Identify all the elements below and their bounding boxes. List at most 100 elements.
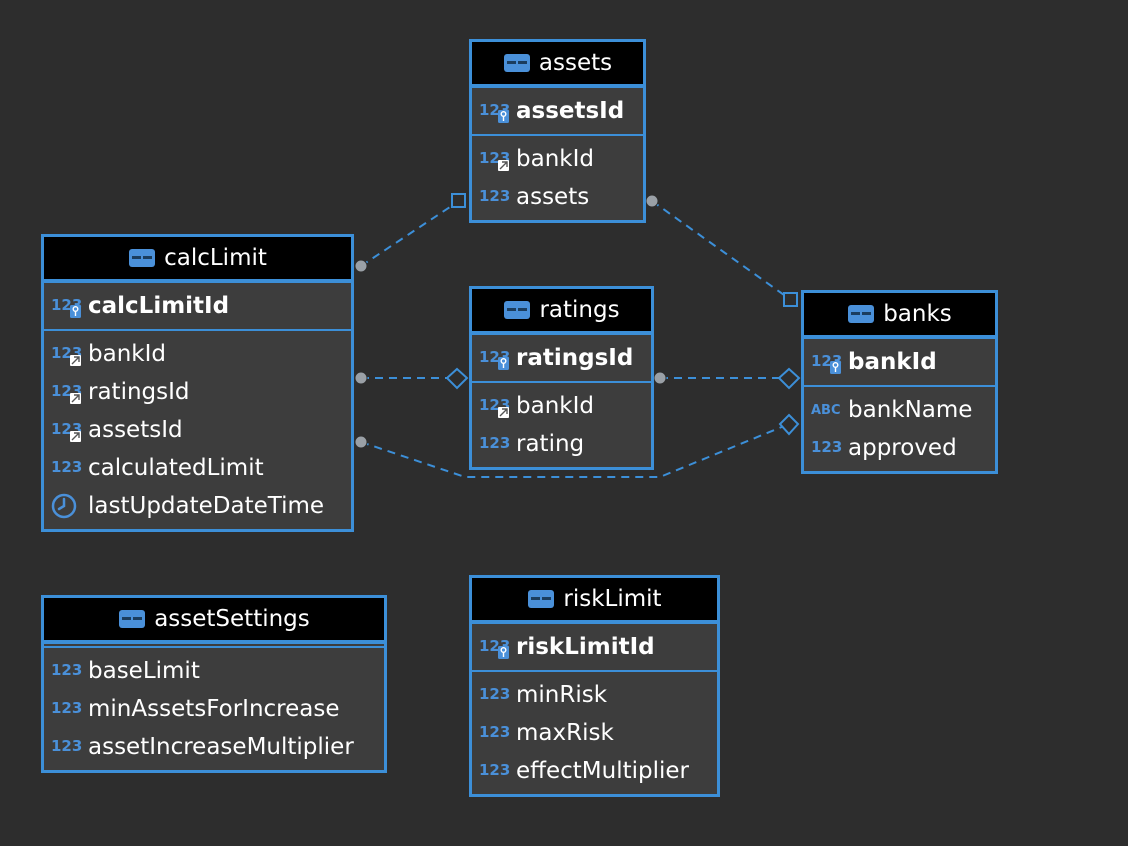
link-calclimit-assets[interactable] [360,200,460,267]
table-icon [503,300,531,320]
table-icon [128,248,156,268]
link-endpoint-diamond [777,367,801,390]
entity-header[interactable]: calcLimit [44,237,351,281]
number-type-icon: 123 [50,417,84,443]
field-label: approved [848,435,957,461]
field-label: baseLimit [88,658,200,684]
field-row-lastupdatedatetime[interactable]: lastUpdateDateTime [44,487,351,525]
field-row-rating[interactable]: 123 rating [472,425,651,463]
svg-text:123: 123 [51,737,82,755]
field-label: rating [516,431,585,457]
link-endpoint-dot [354,435,368,449]
link-endpoint-dot [645,194,659,208]
field-row-assetincreasemultiplier[interactable]: 123 assetIncreaseMultiplier [44,728,384,766]
number-type-icon: 123 [50,455,84,481]
entity-header[interactable]: assets [472,42,643,86]
field-label: assetIncreaseMultiplier [88,734,354,760]
field-label: assetsId [516,98,625,124]
svg-text:123: 123 [51,661,82,679]
field-label: minAssetsForIncrease [88,696,340,722]
svg-text:123: 123 [479,434,510,452]
field-label: minRisk [516,682,608,708]
number-type-icon: 123 [478,345,512,371]
link-endpoint-diamond [445,367,469,390]
link-endpoint-square [451,193,466,208]
field-label: assets [516,184,590,210]
number-type-icon: 123 [478,393,512,419]
svg-text:123: 123 [51,699,82,717]
svg-text:ABC: ABC [811,403,841,418]
number-type-icon: 123 [50,379,84,405]
number-type-icon: 123 [478,720,512,746]
number-type-icon: 123 [810,435,844,461]
entity-header[interactable]: ratings [472,289,651,333]
entity-title: assetSettings [154,606,310,632]
svg-text:123: 123 [479,723,510,741]
entity-title: banks [883,301,952,327]
entity-header[interactable]: riskLimit [472,578,717,622]
field-label: ratingsId [516,345,634,371]
number-type-icon: 123 [810,349,844,375]
number-type-icon: 123 [478,682,512,708]
svg-text:123: 123 [479,761,510,779]
entity-title: assets [538,50,613,76]
fields-section: 123 baseLimit 123 minAssetsForIncrease 123 as… [44,646,384,770]
table-icon [118,609,146,629]
number-type-icon: 123 [50,658,84,684]
field-label: bankId [516,146,594,172]
number-type-icon: 123 [478,146,512,172]
link-assets-banks[interactable] [651,200,792,301]
number-type-icon: 123 [478,634,512,660]
field-row-effectmultiplier[interactable]: 123 effectMultiplier [472,752,717,790]
number-type-icon: 123 [50,696,84,722]
field-label: bankName [848,397,973,423]
field-row-bankname[interactable]: ABC bankName [804,391,995,429]
link-endpoint-square [783,292,798,307]
entity-assetsettings[interactable]: assetSettings 123 baseLimit 123 minAssetsFo… [41,595,387,773]
field-label: bankId [516,393,594,419]
entity-title: ratings [539,297,620,323]
link-endpoint-diamond [778,413,800,436]
field-label: riskLimitId [516,634,655,660]
entity-title: calcLimit [164,245,267,271]
field-row-baselimit[interactable]: 123 baseLimit [44,652,384,690]
entity-header[interactable]: banks [804,293,995,337]
table-icon [527,589,555,609]
link-endpoint-dot [653,371,667,385]
field-label: lastUpdateDateTime [88,493,325,519]
field-label: effectMultiplier [516,758,690,784]
number-type-icon: 123 [478,758,512,784]
number-type-icon: 123 [478,184,512,210]
entity-header[interactable]: assetSettings [44,598,384,642]
field-row-minassetsforincrease[interactable]: 123 minAssetsForIncrease [44,690,384,728]
